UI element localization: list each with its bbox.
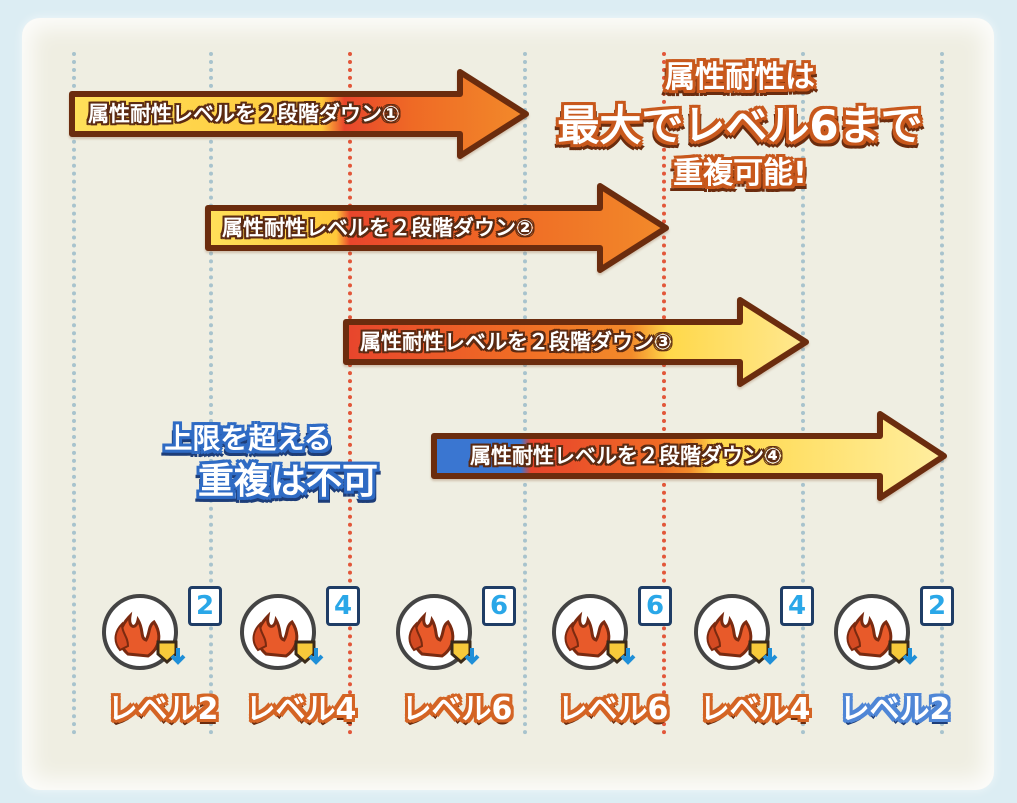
arrow-2: 属性耐性レベルを２段階ダウン② (204, 182, 670, 274)
level-label: レベル2 (839, 692, 951, 727)
level-number-badge: 2 (188, 586, 222, 626)
guide-line (209, 52, 213, 735)
level-label: レベル6 (401, 692, 513, 727)
level-number-badge: 2 (920, 586, 954, 626)
fire-resistance-down-icon (102, 594, 186, 670)
level-label: レベル4 (245, 692, 357, 727)
diagram-frame (22, 18, 994, 790)
level-icon-slot: 4 レベル4 (690, 586, 840, 740)
fire-resistance-down-icon (396, 594, 480, 670)
level-icon-slot: 6 レベル6 (548, 586, 698, 740)
arrow-1-label: 属性耐性レベルを２段階ダウン① (88, 102, 400, 126)
callout-line-1: 属性耐性は (665, 60, 815, 95)
fire-resistance-down-icon (240, 594, 324, 670)
arrow-4: 属性耐性レベルを２段階ダウン④ (430, 410, 948, 502)
guide-line (72, 52, 76, 735)
guide-line-red (348, 52, 352, 735)
limit-note-line-1: 上限を超える (164, 422, 332, 455)
callout-line-3: 重複可能! (673, 156, 807, 191)
guide-line-red (662, 52, 666, 735)
arrow-3: 属性耐性レベルを２段階ダウン③ (342, 296, 810, 388)
stack-limit-callout: 属性耐性は 最大でレベル6まで 重複可能! (540, 58, 940, 194)
level-icon-slot: 6 レベル6 (392, 586, 542, 740)
level-label: レベル4 (699, 692, 811, 727)
fire-resistance-down-icon (834, 594, 918, 670)
fire-resistance-down-icon (552, 594, 636, 670)
arrow-4-label: 属性耐性レベルを２段階ダウン④ (470, 444, 782, 468)
level-icon-slot: 2 レベル2 (98, 586, 248, 740)
fire-resistance-down-icon (694, 594, 778, 670)
arrow-3-label: 属性耐性レベルを２段階ダウン③ (360, 330, 672, 354)
limit-note-line-2: 重複は不可 (197, 461, 378, 502)
level-icon-slot: 2 レベル2 (830, 586, 980, 740)
level-number-badge: 6 (482, 586, 516, 626)
guide-line (801, 52, 805, 735)
level-label: レベル6 (557, 692, 669, 727)
limit-note: 上限を超える 重複は不可 (128, 420, 428, 506)
level-number-badge: 4 (326, 586, 360, 626)
callout-line-2: 最大でレベル6まで (557, 101, 923, 150)
guide-line (940, 52, 944, 735)
arrow-1: 属性耐性レベルを２段階ダウン① (68, 68, 530, 160)
level-icon-slot: 4 レベル4 (236, 586, 386, 740)
level-label: レベル2 (107, 692, 219, 727)
level-number-badge: 4 (780, 586, 814, 626)
guide-line (523, 52, 527, 735)
arrow-2-label: 属性耐性レベルを２段階ダウン② (222, 216, 534, 240)
level-number-badge: 6 (638, 586, 672, 626)
